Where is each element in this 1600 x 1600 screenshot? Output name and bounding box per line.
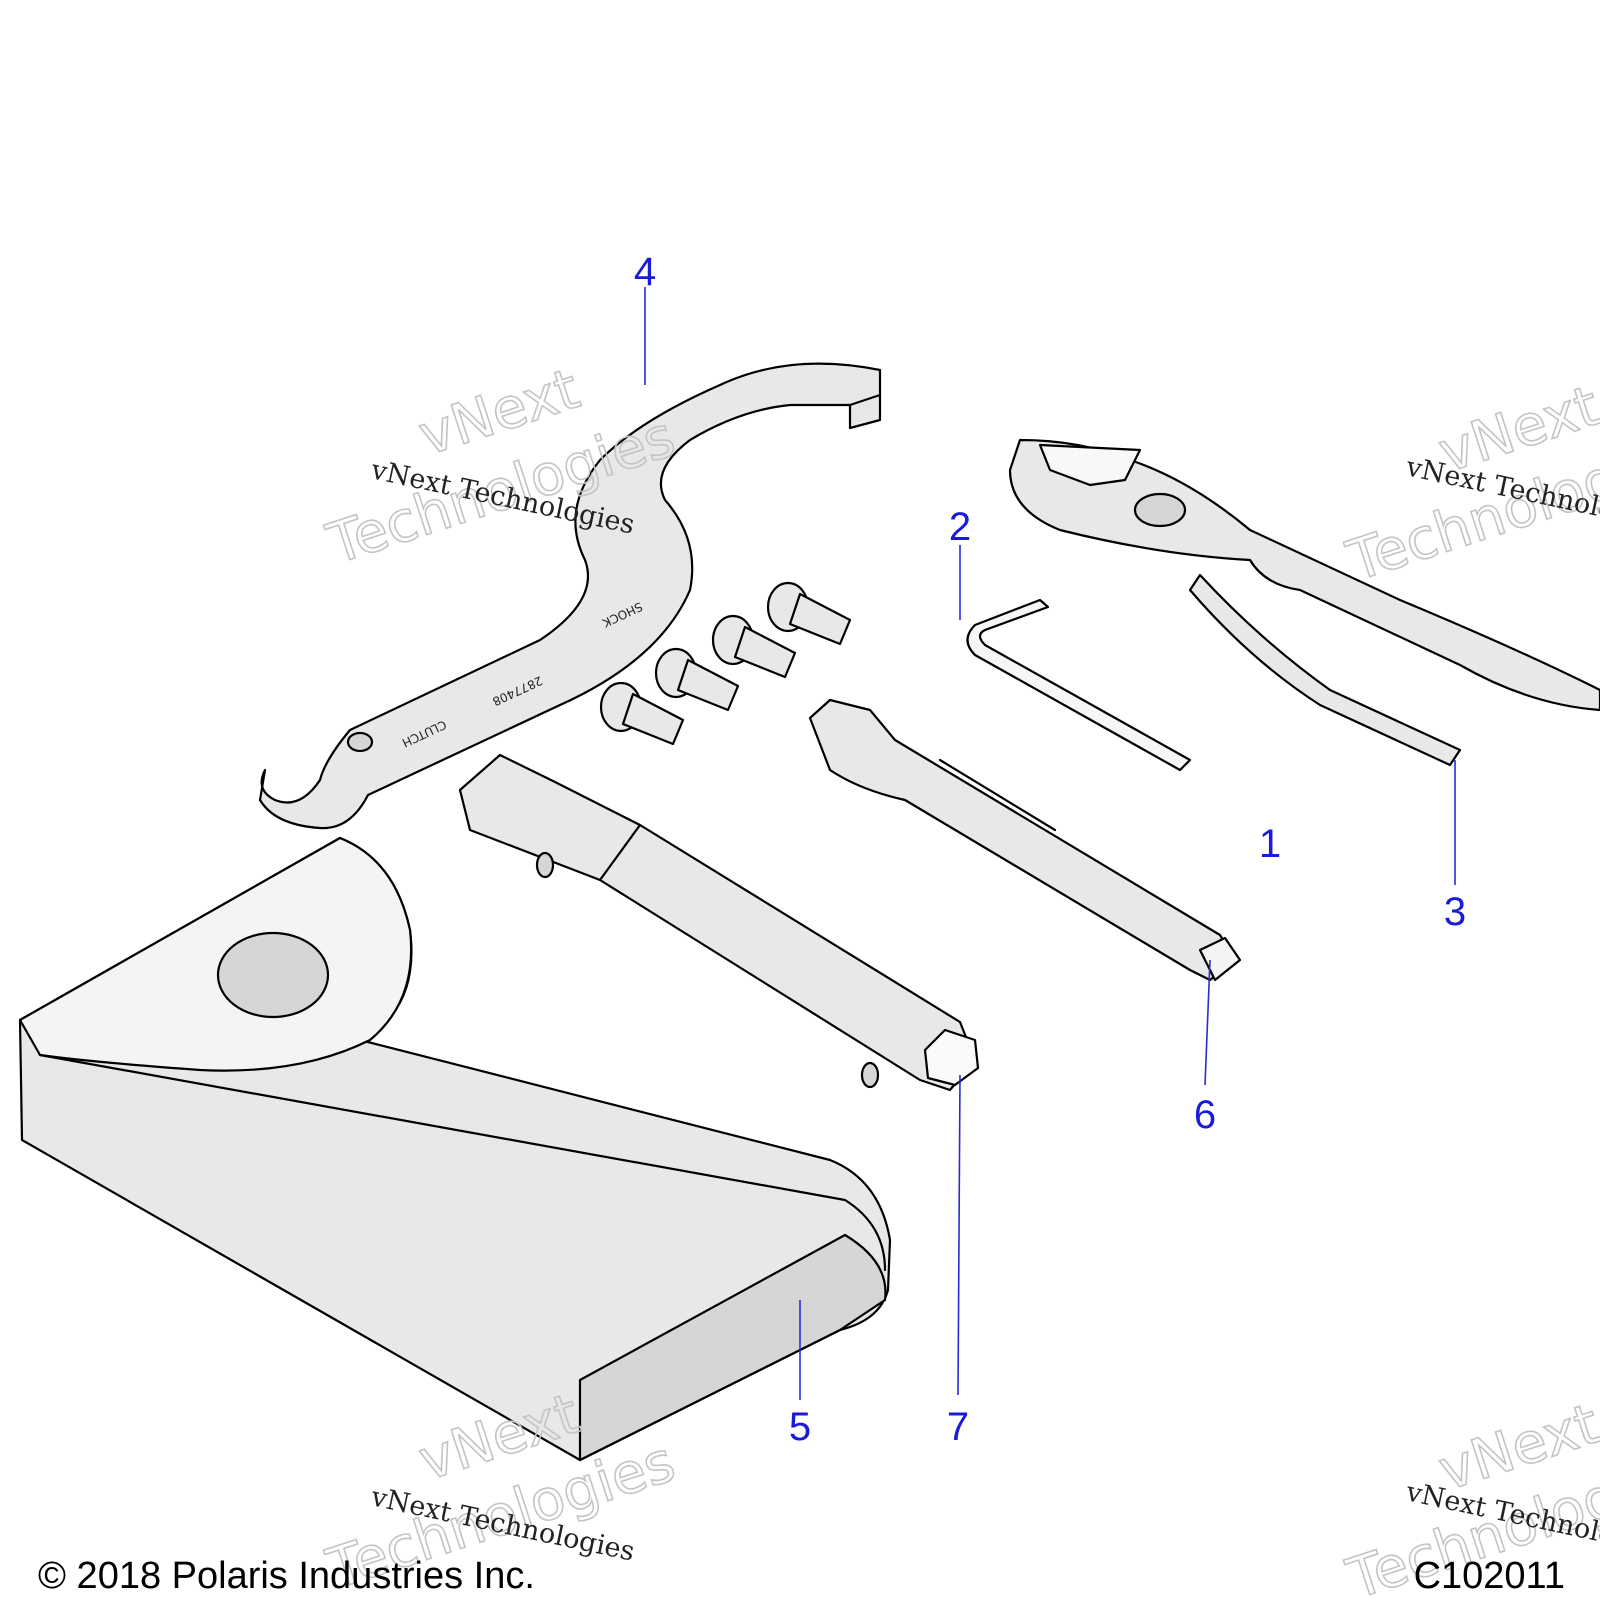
callout-7: 7 (947, 1405, 969, 1449)
callout-1: 1 (1259, 822, 1281, 866)
leader-line-7 (957, 1074, 961, 1396)
tube-socket-wrench (458, 753, 980, 1092)
spanner-wrench: CLUTCH 2877408 SHOCK (258, 362, 882, 830)
rivet (654, 647, 740, 712)
callout-2: 2 (949, 505, 971, 549)
callout-3: 3 (1444, 890, 1466, 934)
hex-key (966, 598, 1192, 772)
rivet (599, 681, 685, 746)
t-handle-driver (808, 698, 1242, 982)
figure-code: C102011 (1414, 1555, 1565, 1597)
rivet (711, 614, 797, 679)
pliers (1008, 438, 1600, 767)
push-rivets (599, 581, 852, 746)
callout-6: 6 (1194, 1093, 1216, 1137)
leader-line-6 (1204, 959, 1211, 1086)
callout-4: 4 (634, 250, 656, 294)
rivet (766, 581, 852, 646)
callout-labels: 1 2 3 4 5 6 7 (634, 250, 1466, 1449)
callout-5: 5 (789, 1405, 811, 1449)
tool-pouch (18, 836, 892, 1462)
leader-lines (644, 287, 1456, 1400)
copyright-text: © 2018 Polaris Industries Inc. (38, 1555, 535, 1597)
